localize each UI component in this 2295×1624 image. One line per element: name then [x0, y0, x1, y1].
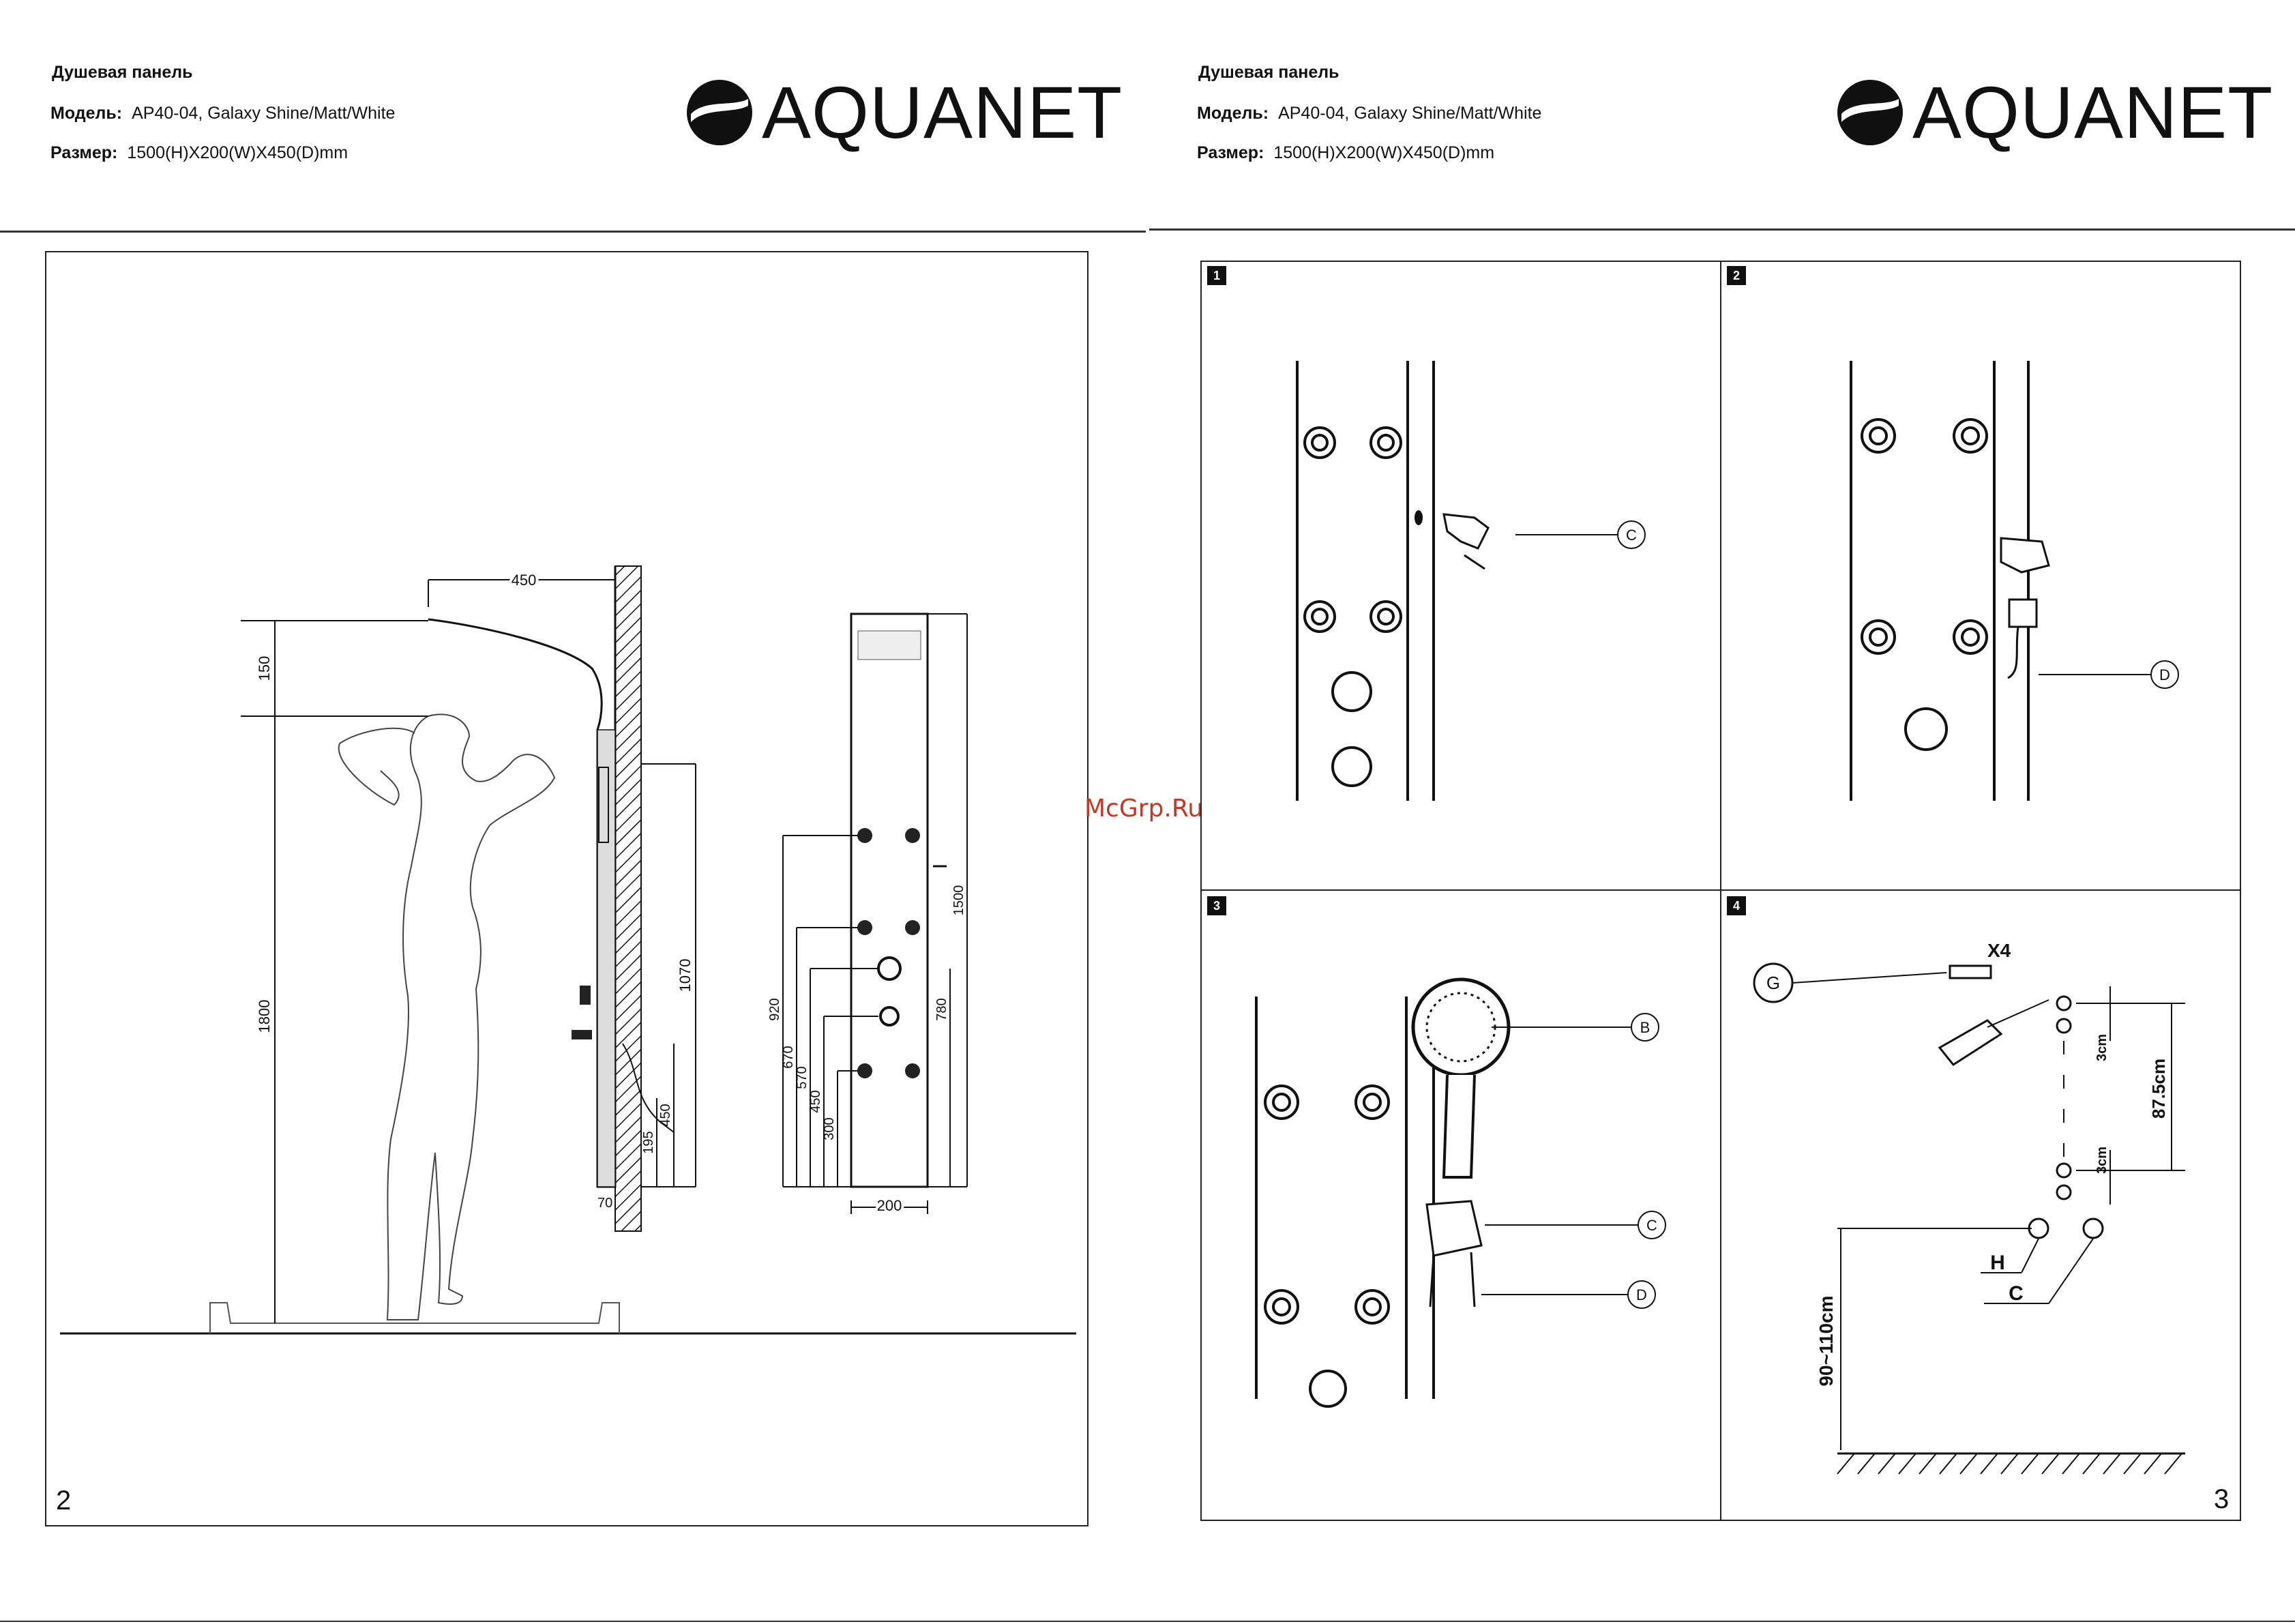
logo-mark-icon [687, 80, 752, 145]
dim-1800: 1800 [256, 1000, 273, 1033]
dim-150: 150 [256, 656, 273, 681]
callout-c: C [1646, 1217, 1657, 1234]
dim-920: 920 [767, 998, 782, 1020]
wall-plug-icon [1949, 964, 1992, 979]
dim-1500: 1500 [951, 885, 966, 916]
floor-hatch [1837, 1453, 2182, 1475]
wall-section [615, 565, 642, 1232]
holder-bracket-icon [1425, 1200, 1483, 1257]
dim-780: 780 [934, 998, 949, 1020]
callout-c-circle [1617, 520, 1646, 549]
size-line: Размер: 1500(H)X200(W)X450(D)mm [1197, 143, 1494, 163]
hose-nut-icon [2008, 598, 2038, 628]
page-number: 3 [2214, 1484, 2230, 1514]
callout-c: C [1626, 527, 1637, 544]
callout-g: G [1766, 973, 1780, 993]
installation-diagram: 150 1800 450 1070 450 195 70 [60, 565, 1076, 1335]
dim-200: 200 [877, 1197, 902, 1214]
panel-side-profile [428, 566, 617, 1188]
body-jets-front [857, 828, 920, 1078]
callout-d: D [2159, 666, 2170, 683]
diverter-front [879, 1006, 900, 1027]
callout-b: B [1640, 1019, 1650, 1036]
right-page-header: Душевая панель Модель: AP40-04, Galaxy Sh… [1146, 0, 2295, 232]
step-3-diagram: B C D [1255, 977, 1666, 1408]
hand-shower-side [598, 767, 609, 843]
model-value: AP40-04, Galaxy Shine/Matt/White [132, 104, 396, 123]
person-arm [338, 727, 415, 806]
qty-x4: X4 [1987, 940, 2011, 961]
installation-dimensions-frame: 150 1800 450 1070 450 195 70 [45, 251, 1089, 1526]
page-number: 2 [56, 1486, 72, 1516]
logo-mark-icon [1837, 80, 1903, 145]
panel-body-side [597, 729, 616, 1187]
dim-90-110cm: 90~110cm [1816, 1295, 1837, 1386]
product-type: Душевая панель [1198, 63, 1339, 82]
step-1-panel: 1 C [1200, 261, 1721, 891]
size-label: Размер: [50, 143, 118, 162]
dim-87-5cm: 87.5cm [2148, 1059, 2169, 1119]
footer-divider [0, 1621, 2295, 1622]
dim-1070: 1070 [677, 959, 694, 992]
aquanet-logo: AQUANET [685, 75, 1123, 150]
step-3-panel: 3 B C D [1200, 889, 1721, 1521]
lever-side [572, 1030, 592, 1039]
step-number: 4 [1727, 896, 1746, 915]
step-2-diagram: D [1850, 361, 2179, 801]
body-jets [1861, 418, 1988, 751]
model-label: Модель: [1197, 104, 1269, 123]
panel-front-view [850, 612, 929, 1188]
label-h: H [1990, 1252, 2005, 1274]
dim-300: 300 [822, 1117, 837, 1140]
callout-d: D [1636, 1286, 1647, 1303]
dim-450-side: 450 [658, 1104, 673, 1126]
dim-570: 570 [795, 1066, 810, 1089]
size-line: Размер: 1500(H)X200(W)X450(D)mm [50, 143, 348, 163]
model-line: Модель: AP40-04, Galaxy Shine/Matt/White [1197, 104, 1541, 123]
step-4-diagram: G X4 87.5cm 3cm 3cm 90~110cm H C [1753, 940, 2185, 1475]
rain-shower-nozzles [857, 630, 921, 660]
step-1-diagram: C [1296, 361, 1646, 801]
person-silhouette [386, 713, 556, 1320]
logo-text: AQUANET [1912, 71, 2274, 153]
size-value: 1500(H)X200(W)X450(D)mm [127, 143, 349, 162]
product-type: Душевая панель [52, 63, 193, 82]
dim-3cm-top: 3cm [2094, 1034, 2109, 1061]
header-divider-left [0, 231, 1146, 233]
model-value: AP40-04, Galaxy Shine/Matt/White [1278, 104, 1542, 123]
mounting-holes [2056, 995, 2072, 1200]
size-value: 1500(H)X200(W)X450(D)mm [1273, 143, 1495, 162]
step-number: 3 [1207, 896, 1226, 915]
aquanet-logo: AQUANET [1836, 75, 2273, 150]
model-line: Модель: AP40-04, Galaxy Shine/Matt/White [50, 104, 395, 123]
hand-shower-handle [1442, 1074, 1476, 1179]
shower-tray [209, 1302, 620, 1333]
header-divider-right [1149, 228, 2295, 231]
outlet-c [2082, 1217, 2104, 1239]
drill-icon [1938, 1019, 2003, 1066]
left-page-header: Душевая панель Модель: AP40-04, Galaxy Sh… [0, 0, 1146, 232]
holder-bracket-icon [2000, 537, 2050, 574]
dim-450-top: 450 [512, 572, 537, 589]
dim-450-front: 450 [808, 1090, 823, 1112]
dim-670: 670 [781, 1046, 796, 1068]
callout-d-circle [2150, 660, 2179, 689]
model-label: Модель: [50, 104, 123, 123]
body-jets [1303, 426, 1402, 787]
outlet-h [2028, 1217, 2049, 1239]
dim-195: 195 [641, 1131, 656, 1153]
label-c: C [2009, 1282, 2024, 1305]
thermostat-knob-side [580, 986, 591, 1005]
step-number: 2 [1727, 266, 1746, 285]
step-4-panel: 4 G X4 87.5cm 3cm 3cm 90~110cm H C [1720, 889, 2241, 1521]
step-number: 1 [1207, 266, 1226, 285]
body-jets [1264, 1084, 1390, 1408]
holder-bracket-icon [1442, 513, 1490, 550]
watermark: McGrp.Ru [1084, 795, 1204, 823]
size-label: Размер: [1197, 143, 1264, 162]
logo-text: AQUANET [762, 71, 1123, 153]
dim-70: 70 [597, 1196, 612, 1211]
step-2-panel: 2 D [1720, 261, 2241, 891]
dim-3cm-bottom: 3cm [2094, 1147, 2109, 1174]
